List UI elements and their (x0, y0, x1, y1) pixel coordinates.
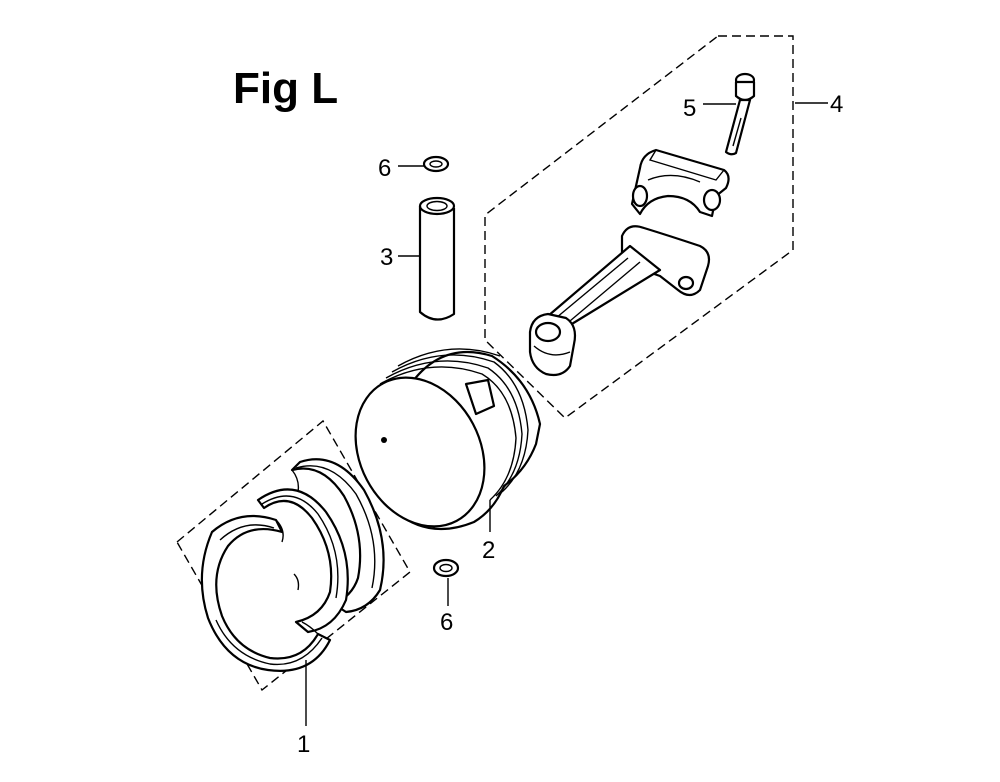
callout-label-clip-bottom: 6 (440, 609, 453, 636)
bolt-part (724, 72, 756, 156)
connecting-rod-part (528, 148, 730, 377)
piston-part (354, 348, 542, 531)
rod-assembly-frame (484, 35, 794, 419)
callout-label-rod: 4 (830, 91, 843, 118)
figure-title: Fig L (233, 64, 339, 113)
piston-ring-set-part (176, 419, 411, 692)
leader-lines (305, 102, 828, 726)
callout-label-pin: 3 (380, 244, 393, 271)
callout-label-bolt: 5 (683, 95, 696, 122)
piston-pin-part (418, 196, 456, 321)
circlip-bottom-part (432, 558, 460, 578)
callout-label-piston: 2 (482, 537, 495, 564)
callout-label-clip-top: 6 (378, 155, 391, 182)
callout-label-ring: 1 (297, 731, 310, 758)
callout-labels: 1 2 3 4 5 6 6 (297, 91, 843, 758)
circlip-top-part (422, 155, 450, 173)
